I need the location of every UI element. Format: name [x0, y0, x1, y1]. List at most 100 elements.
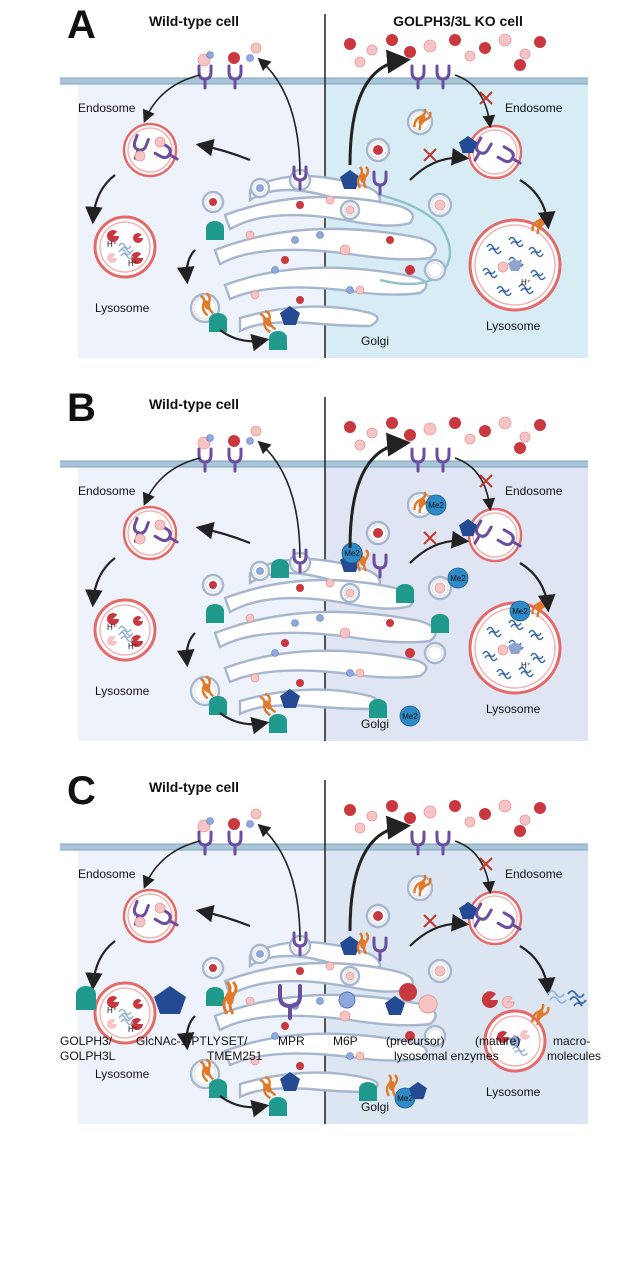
- transport-arrow: [85, 557, 116, 608]
- precursor-enzyme-light: [366, 427, 378, 439]
- precursor-enzyme-dark: [296, 584, 304, 592]
- legend-glcnac: GlcNAc-1-PT: [136, 1034, 207, 1048]
- precursor-enzyme-light: [345, 205, 355, 215]
- precursor-enzyme-light: [250, 673, 260, 683]
- mature-enzyme: [107, 996, 119, 1008]
- golgi-label: Golgi: [361, 717, 389, 731]
- transport-arrow: [454, 840, 496, 895]
- precursor-enzyme-dark: [534, 36, 546, 48]
- precursor-enzyme-dark: [209, 198, 217, 206]
- macromolecule: [496, 668, 512, 680]
- glcnac-1-pt-enzyme: [280, 1072, 300, 1091]
- precursor-enzyme-light: [245, 996, 255, 1006]
- proton-label: H⁺: [128, 642, 138, 651]
- m6p-tag: [206, 434, 214, 442]
- precursor-enzyme-dark: [386, 417, 398, 429]
- precursor-enzyme-dark: [405, 1031, 415, 1041]
- proton-label: H⁺: [128, 259, 138, 268]
- endosome-left-label: Endosome: [78, 484, 136, 498]
- precursor-enzyme-light: [325, 961, 335, 971]
- lyset-protein: [356, 166, 370, 189]
- precursor-enzyme-dark: [296, 201, 304, 209]
- golph3-protein: [396, 584, 414, 603]
- mpr-receptor: [372, 170, 388, 196]
- precursor-enzyme-light: [354, 439, 366, 451]
- proton-label: H⁺: [107, 1006, 117, 1015]
- precursor-enzyme-light: [250, 42, 262, 54]
- precursor-enzyme-dark: [281, 1022, 289, 1030]
- precursor-enzyme-light: [519, 431, 531, 443]
- precursor-enzyme-dark: [534, 802, 546, 814]
- m6p-tag: [316, 614, 324, 622]
- lyset-protein: [356, 932, 370, 955]
- me2-mark: [341, 542, 363, 564]
- lyset-protein: [259, 692, 277, 717]
- macromolecule: [118, 1008, 134, 1020]
- mpr-receptor: [496, 145, 522, 165]
- legend-golph3-line2: GOLPH3L: [60, 1049, 116, 1063]
- macromolecule: [118, 625, 134, 637]
- precursor-enzyme-dark: [296, 1062, 304, 1070]
- me2-label: Me2: [450, 574, 466, 583]
- transport-arrow: [219, 712, 270, 735]
- precursor-enzyme-dark: [344, 421, 356, 433]
- mpr-receptor: [227, 830, 243, 856]
- me2-label: Me2: [397, 1094, 413, 1103]
- precursor-enzyme-light: [497, 644, 509, 656]
- golgi-cisterna: [223, 578, 415, 614]
- legend-macro-line2: molecules: [547, 1049, 601, 1063]
- golph3-protein: [206, 221, 224, 240]
- m6p-tag: [256, 567, 264, 575]
- precursor-enzyme-dark: [209, 581, 217, 589]
- mpr-receptor: [372, 553, 388, 579]
- precursor-enzyme-dark: [449, 34, 461, 46]
- endosome-right-label: Endosome: [505, 484, 563, 498]
- precursor-enzyme-light: [354, 56, 366, 68]
- transport-arrow: [519, 562, 556, 613]
- precursor-enzyme-dark: [449, 417, 461, 429]
- mpr-receptor: [473, 902, 493, 928]
- precursor-enzyme-light: [366, 810, 378, 822]
- mature-enzyme: [520, 1030, 530, 1040]
- mpr-receptor: [473, 136, 493, 162]
- transport-arrow: [454, 74, 496, 129]
- golph3-protein: [271, 559, 289, 578]
- blocked-mark: [423, 531, 437, 545]
- panel-letter: B: [67, 386, 96, 430]
- m6p-tag: [271, 266, 279, 274]
- mature-enzyme: [107, 253, 117, 263]
- golph3-protein: [269, 331, 287, 350]
- transport-arrow: [219, 1095, 270, 1118]
- proton-label: H⁺: [128, 1025, 138, 1034]
- mpr-receptor: [496, 528, 522, 548]
- m6p-icon: [338, 991, 356, 1009]
- degraded-glcnac: [508, 259, 522, 271]
- me2-mark: [425, 494, 447, 516]
- mpr-receptor: [227, 64, 243, 90]
- me2-mark: [399, 705, 421, 727]
- precursor-enzyme-light: [498, 416, 512, 430]
- precursor-enzyme-dark: [281, 256, 289, 264]
- precursor-enzyme-dark: [296, 296, 304, 304]
- precursor-enzyme-light: [250, 1056, 260, 1066]
- mpr-receptor: [410, 830, 426, 856]
- legend-m6p: M6P: [333, 1034, 358, 1048]
- left-title: Wild-type cell: [149, 779, 239, 795]
- m6p-tag: [346, 1052, 354, 1060]
- precursor-enzyme-dark: [386, 800, 398, 812]
- macromolecule: [118, 1014, 134, 1026]
- lyset-protein: [199, 675, 215, 700]
- precursor-enzyme-light: [250, 808, 262, 820]
- panel-letter: C: [67, 769, 96, 813]
- precursor-enzyme-light: [355, 285, 365, 295]
- m6p-tag: [206, 817, 214, 825]
- legend-lyset-line2: TMEM251: [207, 1049, 263, 1063]
- transport-arrow: [195, 521, 251, 545]
- me2-label: Me2: [344, 549, 360, 558]
- precursor-enzyme-dark: [534, 419, 546, 431]
- lysosome-right-label: Lysosome: [486, 1085, 541, 1099]
- plasma-membrane: [60, 78, 588, 84]
- golgi-label: Golgi: [361, 1100, 389, 1114]
- precursor-enzyme-light: [134, 916, 146, 928]
- mature-dark-icon: [481, 991, 498, 1008]
